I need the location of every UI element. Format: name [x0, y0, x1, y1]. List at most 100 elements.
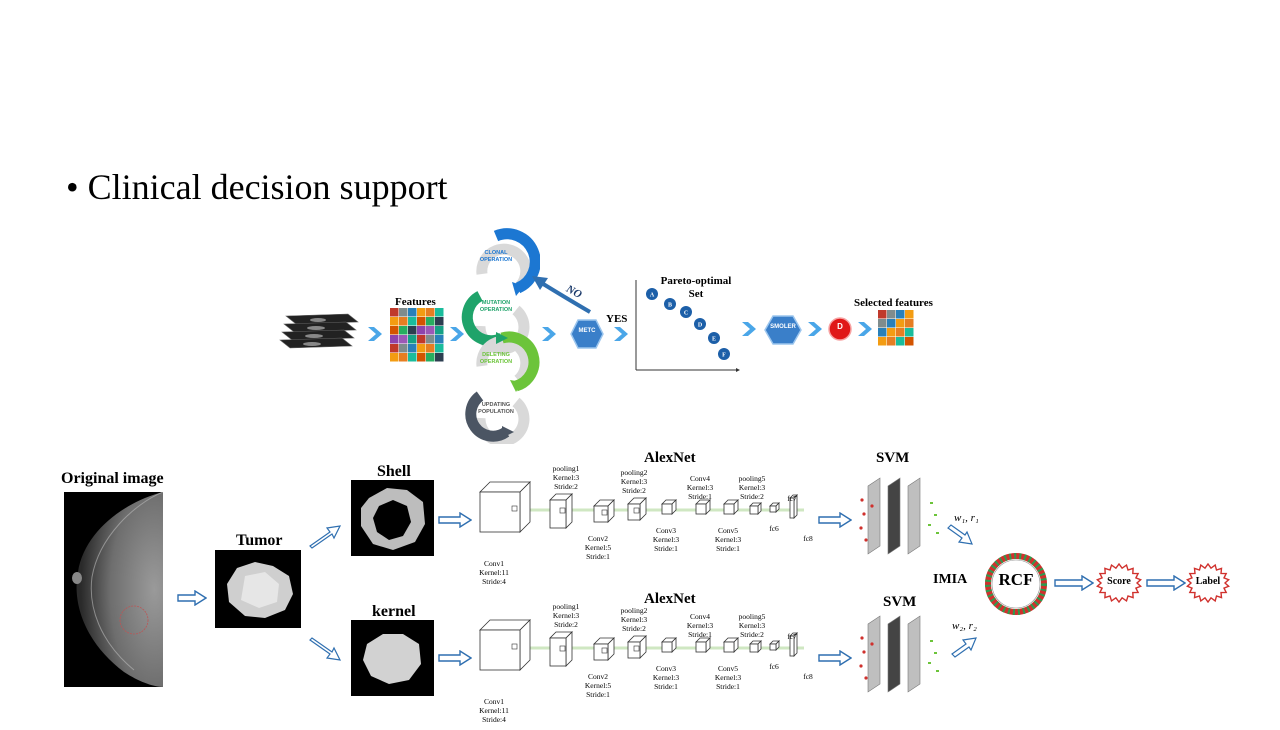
op-clonal-label: CLONAL OPERATION	[479, 250, 513, 263]
layer-label: Stride:1	[586, 552, 610, 561]
hyperplane	[907, 477, 921, 555]
weight-top-label: w₁, r₁	[954, 512, 979, 524]
kernel-label: kernel	[372, 603, 416, 620]
feature-cell	[399, 353, 408, 362]
class-point	[928, 662, 931, 664]
starburst-shape	[1186, 563, 1230, 603]
layer-label: Conv5	[718, 664, 738, 673]
pareto-point	[680, 306, 692, 318]
feature-cell	[417, 317, 426, 326]
feature-cell	[417, 353, 426, 362]
layer-block	[661, 637, 677, 653]
feature-cell	[435, 317, 444, 326]
layer-label: pooling2	[621, 606, 648, 615]
feature-cell	[896, 319, 905, 328]
layer-label: Kernel:3	[715, 673, 741, 682]
bullet-dot: •	[66, 167, 88, 207]
outline-arrow-right-icon	[1054, 575, 1094, 591]
op-deleting-label: DELETING OPERATION	[479, 352, 513, 365]
selected-solution-node	[828, 317, 852, 341]
layer-block	[695, 499, 711, 515]
label-node	[1186, 563, 1230, 603]
layer-label: Stride:1	[586, 690, 610, 699]
shell-label: Shell	[377, 463, 411, 480]
feature-cell	[417, 308, 426, 317]
hyperplane	[907, 615, 921, 693]
class-point	[934, 514, 937, 516]
class-point	[860, 498, 864, 502]
layer-block	[723, 499, 739, 515]
weight-bottom-label: w₂, r₂	[952, 620, 977, 632]
feature-cell	[399, 326, 408, 335]
layer-label: Conv1	[484, 559, 504, 568]
feature-cell	[426, 353, 435, 362]
hyperplane	[887, 477, 901, 555]
layer-label: Conv5	[718, 526, 738, 535]
layer-label: Kernel:11	[479, 706, 509, 715]
feature-cell	[426, 335, 435, 344]
kernel-image	[351, 620, 434, 696]
feature-cell	[435, 335, 444, 344]
layer-label: Stride:1	[716, 682, 740, 691]
smoler-label: SMOLER	[770, 324, 796, 330]
layer-block	[749, 640, 762, 653]
layer-block	[769, 640, 780, 651]
layer-block	[695, 637, 711, 653]
class-point	[870, 504, 874, 508]
feature-cell	[390, 308, 399, 317]
class-point	[862, 650, 866, 654]
feature-cell	[390, 317, 399, 326]
tumor-image	[215, 550, 301, 628]
feature-cell	[399, 335, 408, 344]
bullet-text: Clinical decision support	[87, 167, 448, 207]
layer-label: Stride:2	[554, 620, 578, 629]
layer-label: Kernel:3	[687, 483, 713, 492]
mammogram-image	[64, 492, 163, 687]
svm-hyperplanes	[859, 615, 939, 693]
feature-cell	[408, 353, 417, 362]
arrow-down-right-icon	[947, 524, 973, 545]
feature-cell	[887, 319, 896, 328]
alexnet-layers: Conv1Kernel:11Stride:4pooling1Kernel:3St…	[479, 464, 813, 586]
hyperplane	[867, 615, 881, 693]
imia-label: IMIA	[933, 572, 968, 587]
feature-cell	[878, 337, 887, 346]
chevron-right-icon	[742, 322, 756, 336]
no-feedback-arrow	[532, 276, 592, 314]
layer-block	[479, 619, 531, 671]
d-label: D	[837, 322, 843, 331]
slide-bullet: • Clinical decision support	[66, 166, 448, 208]
pareto-point	[694, 318, 706, 330]
chevron-right-icon	[450, 327, 464, 341]
layer-label: fc7	[787, 632, 797, 641]
hyperplane	[887, 615, 901, 693]
layer-label: Stride:1	[688, 630, 712, 639]
feature-cell	[887, 310, 896, 319]
feature-cell	[399, 344, 408, 353]
layer-label: Kernel:3	[553, 611, 579, 620]
layer-label: Kernel:5	[585, 681, 611, 690]
chevron-right-icon	[542, 327, 556, 341]
feature-cell	[878, 310, 887, 319]
svm-bottom-label: SVM	[883, 594, 917, 610]
layer-label: Stride:1	[654, 682, 678, 691]
features-grid	[390, 308, 444, 362]
alexnet-layers: Conv1Kernel:11Stride:4pooling1Kernel:3St…	[479, 602, 813, 724]
image-stack-icon	[279, 313, 359, 349]
layer-label: Stride:1	[716, 544, 740, 553]
yes-label: YES	[606, 313, 628, 325]
feature-cell	[435, 353, 444, 362]
pareto-point	[718, 348, 730, 360]
outline-arrow-right-icon	[438, 650, 472, 666]
kernel-marker	[601, 509, 608, 516]
kernel-marker	[559, 645, 566, 652]
pareto-point-label: A	[650, 293, 655, 299]
outline-arrow-right-icon	[818, 512, 852, 528]
layer-label: Kernel:3	[715, 535, 741, 544]
pareto-point-label: B	[668, 303, 672, 309]
layer-label: fc8	[803, 534, 813, 543]
pareto-point	[646, 288, 658, 300]
feature-cell	[435, 308, 444, 317]
kernel-marker	[633, 507, 640, 514]
score-label: Score	[1107, 576, 1131, 587]
